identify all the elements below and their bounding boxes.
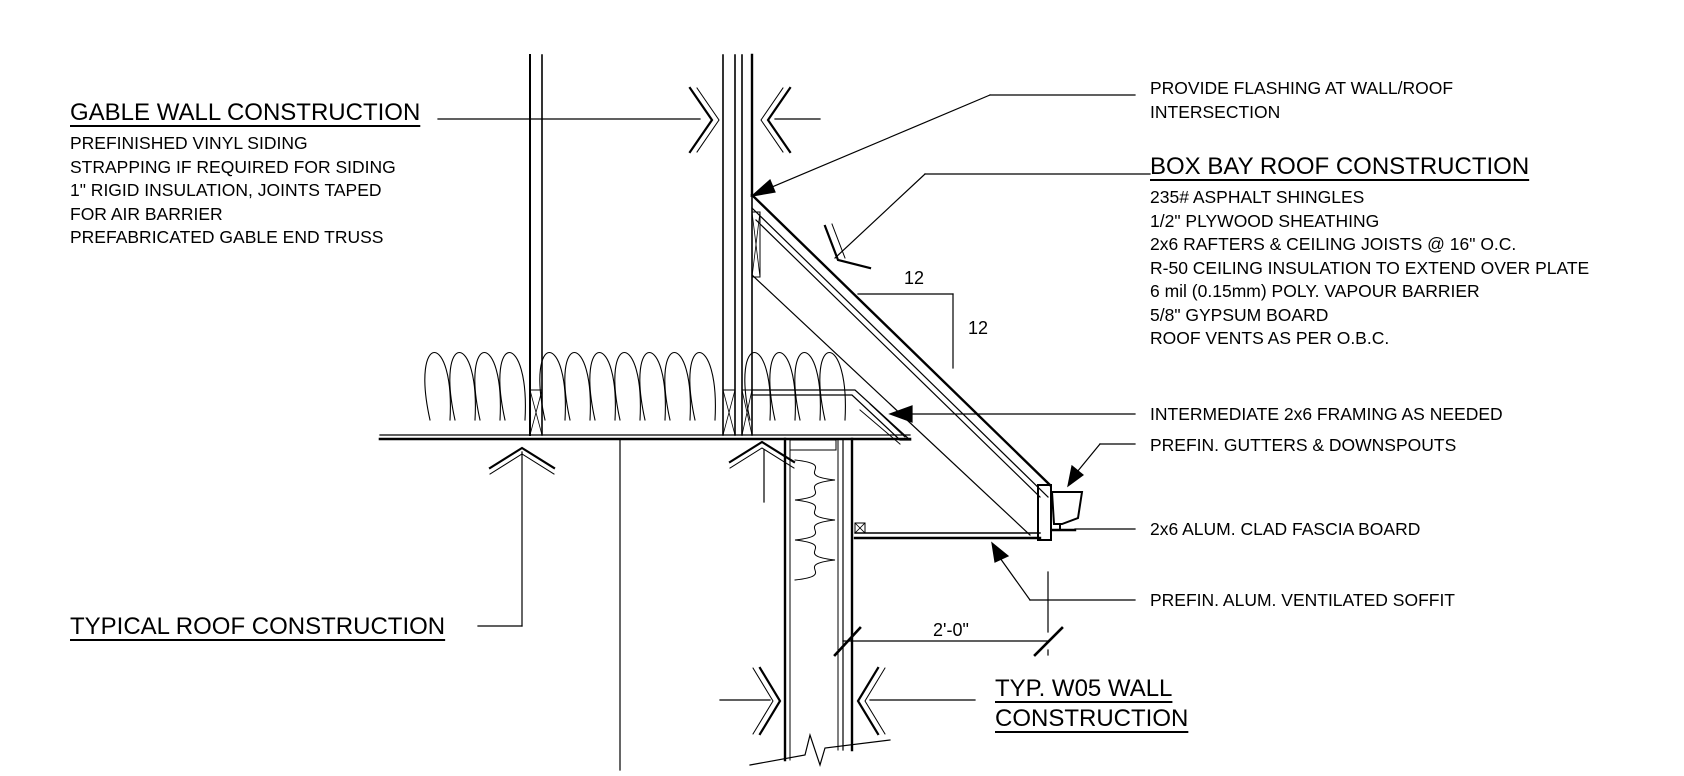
overhang-dimension — [833, 571, 1064, 657]
flashing-leader — [750, 94, 1136, 197]
box-bay-roof-line: ROOF VENTS AS PER O.B.C. — [1150, 328, 1390, 348]
box-bay-roof-line: 2x6 RAFTERS & CEILING JOISTS @ 16" O.C. — [1150, 234, 1517, 254]
flashing-note: PROVIDE FLASHING AT WALL/ROOF INTERSECTI… — [1150, 77, 1453, 124]
typical-roof-note: TYPICAL ROOF CONSTRUCTION — [70, 612, 445, 646]
gable-wall-line: 1" RIGID INSULATION, JOINTS TAPED — [70, 180, 382, 200]
w05-wall-note: TYP. W05 WALL CONSTRUCTION — [995, 674, 1188, 734]
typical-roof-leader — [477, 440, 796, 627]
fascia-callout: 2x6 ALUM. CLAD FASCIA BOARD — [1150, 519, 1421, 539]
gutter-leader — [1067, 443, 1136, 488]
box-bay-roof-line: 5/8" GYPSUM BOARD — [1150, 304, 1329, 325]
gable-wall-line: FOR AIR BARRIER — [70, 203, 223, 224]
gable-wall-title: GABLE WALL CONSTRUCTION — [70, 99, 421, 126]
w05-wall-title-line1: TYP. W05 WALL — [995, 675, 1173, 702]
box-bay-roof-line: R-50 CEILING INSULATION TO EXTEND OVER P… — [1150, 257, 1590, 278]
fascia-gutter — [1037, 484, 1084, 541]
framing-leader — [888, 405, 1136, 423]
soffit — [853, 522, 1042, 540]
flashing-line: INTERSECTION — [1150, 101, 1281, 122]
gable-wall-line: PREFINISHED VINYL SIDING — [70, 133, 308, 153]
ceiling-insulation — [424, 351, 846, 421]
slope-run-label: 12 — [904, 268, 925, 288]
box-bay-roof-line: 235# ASPHALT SHINGLES — [1150, 187, 1365, 207]
slope-indicator — [857, 293, 954, 369]
box-bay-roof-line: 6 mil (0.15mm) POLY. VAPOUR BARRIER — [1150, 281, 1480, 301]
box-bay-roof-line: 1/2" PLYWOOD SHEATHING — [1150, 210, 1380, 231]
w05-wall-title-line2: CONSTRUCTION — [995, 705, 1189, 732]
typical-roof-title: TYPICAL ROOF CONSTRUCTION — [70, 613, 446, 640]
gable-wall-note: GABLE WALL CONSTRUCTION PREFINISHED VINY… — [70, 98, 420, 250]
gable-wall-line: STRAPPING IF REQUIRED FOR SIDING — [70, 156, 396, 177]
box-bay-roof — [750, 193, 1052, 536]
gutters-callout: PREFIN. GUTTERS & DOWNSPOUTS — [1150, 435, 1457, 455]
gable-wall-leader — [437, 86, 821, 154]
soffit-callout: PREFIN. ALUM. VENTILATED SOFFIT — [1150, 590, 1455, 610]
box-bay-roof-note: BOX BAY ROOF CONSTRUCTION 235# ASPHALT S… — [1150, 152, 1589, 351]
soffit-leader — [991, 541, 1136, 601]
gable-truss-left-stud — [529, 54, 543, 436]
ceiling-plate — [378, 434, 912, 771]
overhang-dimension-label: 2'-0" — [933, 620, 969, 640]
box-bay-roof-title: BOX BAY ROOF CONSTRUCTION — [1150, 153, 1530, 180]
flashing-line: PROVIDE FLASHING AT WALL/ROOF — [1150, 78, 1454, 98]
w05-wall — [749, 437, 891, 768]
slope-rise-label: 12 — [968, 318, 989, 338]
gable-wall-line: PREFABRICATED GABLE END TRUSS — [70, 227, 384, 247]
w05-wall-leader — [719, 666, 976, 736]
gable-wall-section — [722, 53, 754, 436]
framing-callout: INTERMEDIATE 2x6 FRAMING AS NEEDED — [1150, 404, 1503, 424]
box-bay-leader — [823, 173, 1151, 270]
